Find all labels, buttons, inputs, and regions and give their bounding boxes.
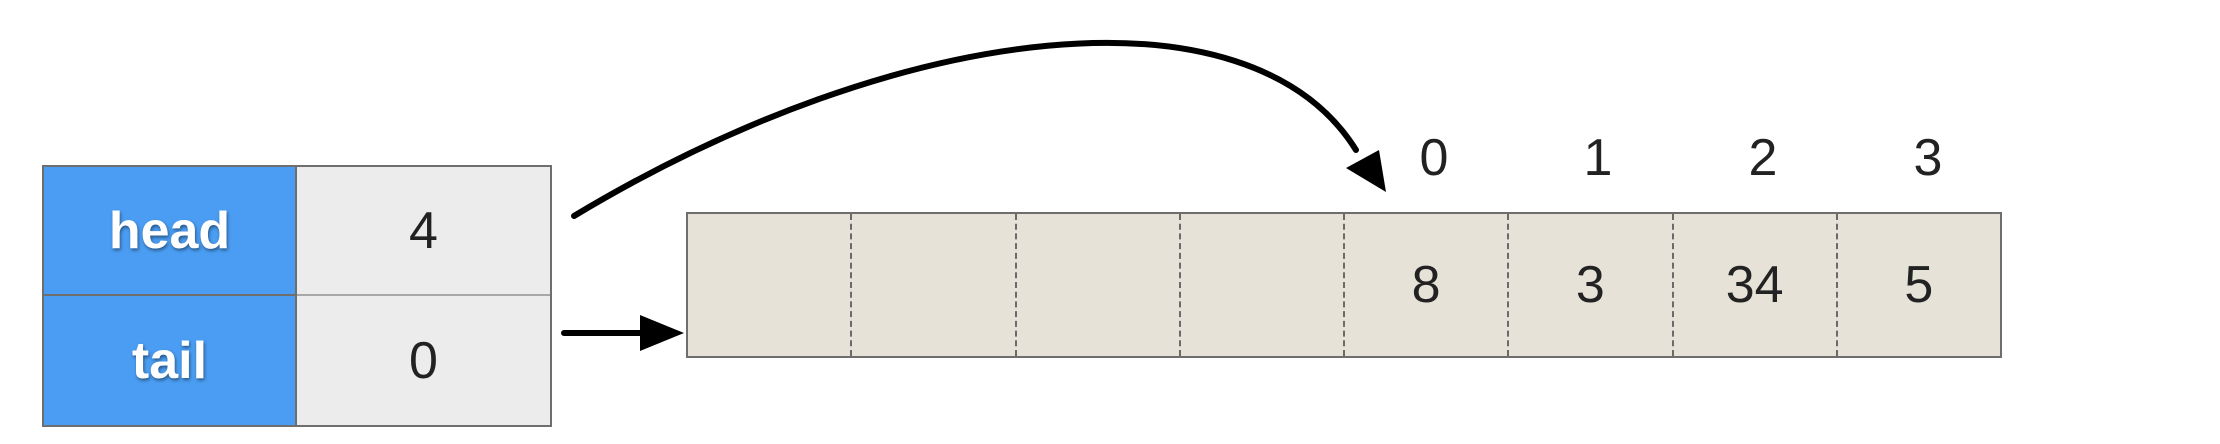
array-cell-5: 3 [1509,214,1674,356]
array-cell-0 [688,214,853,356]
index-label-2: 2 [1748,129,1778,187]
tail-value: 0 [297,296,550,425]
pointer-table: head 4 tail 0 [42,165,552,427]
index-label-1: 1 [1583,129,1613,187]
tail-label: tail [44,296,297,425]
head-label: head [44,167,297,296]
array-cell-2 [1017,214,1181,356]
array-cell-4: 8 [1345,214,1510,356]
tail-arrowhead [640,315,684,351]
circular-array: 8 3 34 5 [686,212,2002,358]
array-cell-7: 5 [1904,256,1934,314]
index-label-3: 3 [1913,129,1943,187]
index-label-0: 0 [1419,129,1449,187]
array-cell-6: 34 [1674,214,1838,356]
head-value: 4 [297,167,550,296]
array-cell-1 [852,214,1017,356]
head-pointer-arrow [571,39,1359,219]
array-cell-3 [1181,214,1345,356]
